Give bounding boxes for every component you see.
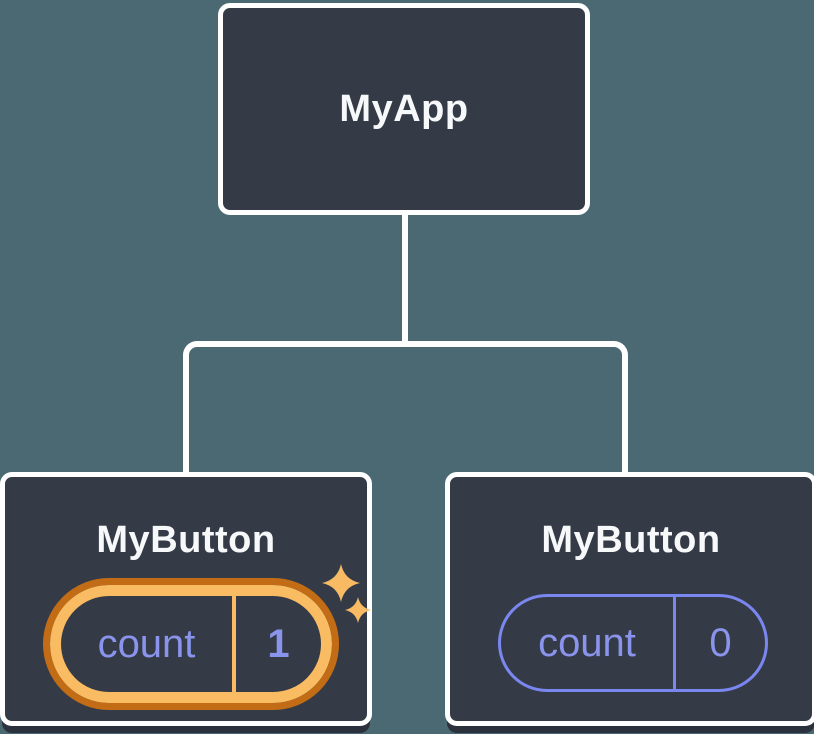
root-node-myapp: MyApp: [218, 3, 590, 215]
child-node-label: MyButton: [541, 519, 721, 561]
child-node-mybutton-right: MyButton count 0: [445, 472, 814, 726]
state-pill-highlighted: count 1: [43, 578, 339, 710]
children-branch-connector: [183, 341, 628, 472]
pill-divider: [673, 597, 676, 689]
root-to-children-connector: [402, 213, 408, 346]
sparkles-icon: [322, 564, 371, 623]
state-pill: count 0: [498, 594, 768, 692]
pill-divider: [232, 596, 236, 692]
state-value: 0: [709, 620, 732, 665]
state-value: 1: [267, 621, 290, 666]
state-name-label: count: [538, 620, 636, 665]
state-name-label: count: [97, 621, 196, 666]
root-node-label: MyApp: [339, 87, 469, 130]
child-node-label: MyButton: [96, 519, 276, 561]
child-node-mybutton-left: MyButton count 1: [0, 472, 372, 726]
